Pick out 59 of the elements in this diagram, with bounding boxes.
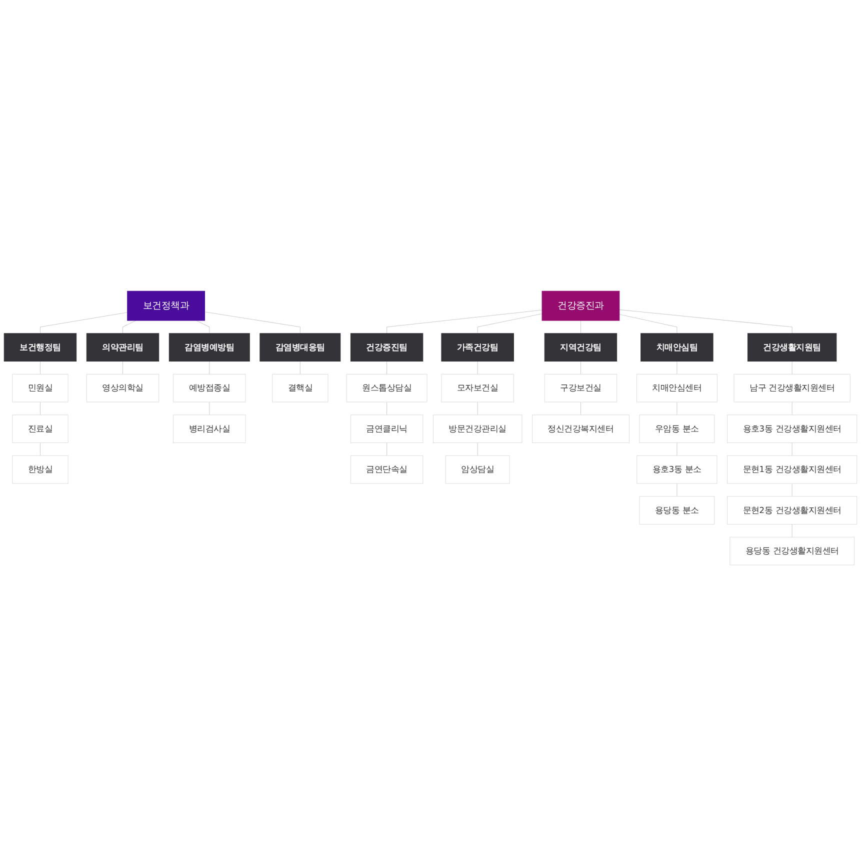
connector bbox=[676, 483, 678, 497]
node-box: 한방실 bbox=[12, 455, 68, 484]
node-box: 지역건강팀 bbox=[544, 333, 618, 362]
connector bbox=[40, 312, 128, 334]
node-box: 예방접종실 bbox=[173, 374, 246, 402]
connector bbox=[477, 402, 478, 416]
connector bbox=[676, 360, 678, 374]
node-box: 건강증진과 bbox=[542, 290, 620, 321]
connector bbox=[619, 314, 678, 334]
node-box: 남구 건강생활지원센터 bbox=[734, 374, 850, 402]
connector bbox=[204, 312, 300, 334]
node-box: 용당동 건강생활지원센터 bbox=[730, 536, 854, 566]
connector bbox=[386, 442, 388, 456]
node-box: 치매안심센터 bbox=[636, 374, 718, 402]
node-box: 모자보건실 bbox=[441, 374, 514, 402]
node-box: 문현2동 건강생활지원센터 bbox=[727, 496, 858, 524]
node-box: 우암동 분소 bbox=[639, 414, 715, 443]
connector bbox=[122, 360, 123, 374]
node-box: 용호3동 분소 bbox=[636, 455, 718, 484]
connector bbox=[580, 320, 581, 334]
node-box: 보건정책과 bbox=[127, 290, 205, 321]
connector bbox=[580, 360, 581, 374]
connector bbox=[580, 402, 581, 416]
node-box: 금연클리닉 bbox=[350, 414, 424, 443]
node-box: 건강증진팀 bbox=[350, 333, 424, 362]
node-box: 방문건강관리실 bbox=[432, 414, 522, 443]
node-box: 감염병예방팀 bbox=[168, 333, 250, 362]
node-box: 건강생활지원팀 bbox=[747, 333, 837, 362]
connector bbox=[676, 402, 678, 416]
node-box: 감염병대응팀 bbox=[260, 333, 341, 362]
node-box: 민원실 bbox=[12, 374, 68, 402]
node-box: 문현1동 건강생활지원센터 bbox=[727, 455, 858, 484]
connector bbox=[386, 310, 542, 334]
node-box: 병리검사실 bbox=[173, 414, 246, 443]
connector bbox=[386, 360, 388, 374]
connector bbox=[676, 442, 678, 456]
node-box: 원스톱상담실 bbox=[346, 374, 428, 402]
connector bbox=[619, 309, 792, 334]
connector bbox=[477, 313, 542, 334]
node-box: 치매안심팀 bbox=[640, 333, 714, 362]
node-box: 암상담실 bbox=[445, 455, 510, 484]
connector bbox=[209, 402, 210, 416]
node-box: 가족건강팀 bbox=[441, 333, 514, 362]
connector bbox=[209, 360, 210, 374]
node-box: 영상의학실 bbox=[86, 374, 160, 402]
node-box: 보건행정팀 bbox=[4, 333, 77, 362]
node-box: 의약관리팀 bbox=[86, 333, 160, 362]
connector bbox=[122, 320, 136, 334]
connector bbox=[386, 402, 388, 416]
node-box: 정신건강복지센터 bbox=[532, 414, 630, 443]
connector bbox=[477, 360, 478, 374]
node-box: 결핵실 bbox=[272, 374, 328, 402]
node-box: 용호3동 건강생활지원센터 bbox=[727, 414, 858, 443]
node-box: 용당동 분소 bbox=[639, 496, 715, 524]
connector bbox=[196, 320, 210, 334]
node-box: 구강보건실 bbox=[544, 374, 618, 402]
connector bbox=[477, 442, 478, 456]
node-box: 진료실 bbox=[12, 414, 68, 443]
node-box: 금연단속실 bbox=[350, 455, 424, 484]
